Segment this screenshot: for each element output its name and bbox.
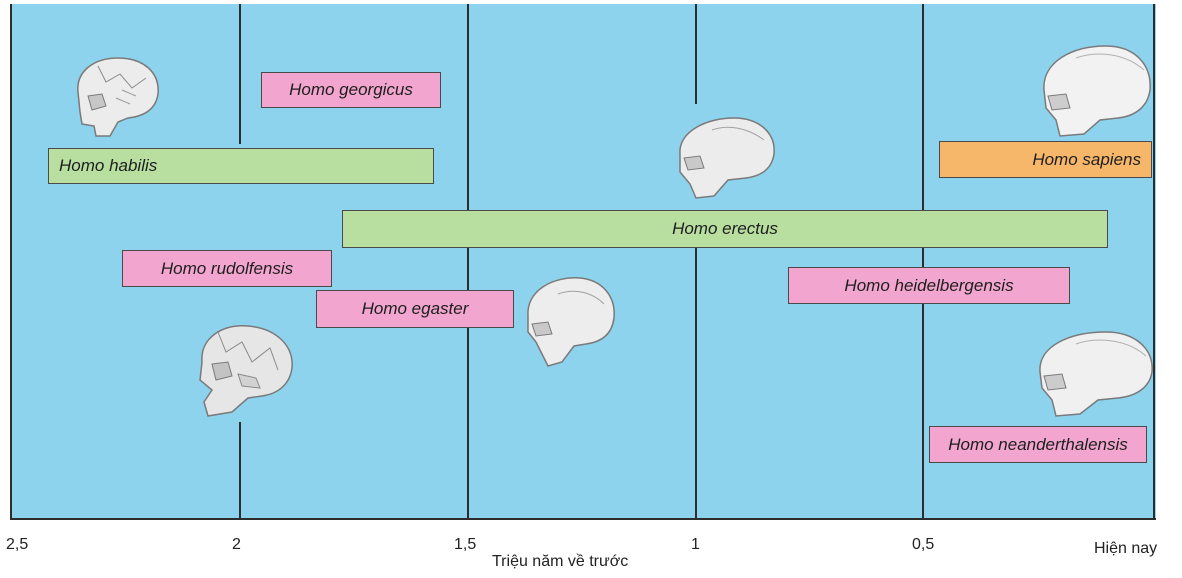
axis-title: Triệu năm về trước xyxy=(492,553,628,571)
homo-sapiens-bar: Homo sapiens xyxy=(939,141,1152,178)
homo-erectus-label: Homo erectus xyxy=(672,219,778,239)
tick-label-2: 2 xyxy=(232,536,241,554)
gridline-1-lower xyxy=(695,210,697,519)
homo-erectus-skull-icon xyxy=(668,110,780,202)
homo-habilis-skull-icon xyxy=(58,52,168,140)
homo-heidelbergensis-box: Homo heidelbergensis xyxy=(788,267,1070,304)
homo-erectus-bar: Homo erectus xyxy=(342,210,1108,248)
gridline-1 xyxy=(695,4,697,104)
gridline-2-lower xyxy=(239,422,241,519)
homo-sapiens-skull-icon xyxy=(1036,40,1154,138)
gridline-1-5 xyxy=(467,4,469,519)
homo-rudolfensis-label: Homo rudolfensis xyxy=(161,259,293,279)
homo-habilis-label: Homo habilis xyxy=(59,156,157,176)
homo-sapiens-label: Homo sapiens xyxy=(1032,150,1141,170)
homo-neanderthalensis-box: Homo neanderthalensis xyxy=(929,426,1147,463)
homo-habilis-bar: Homo habilis xyxy=(48,148,434,184)
tick-label-0-5: 0,5 xyxy=(912,536,934,554)
homo-neanderthalensis-skull-icon xyxy=(1032,324,1156,418)
homo-neanderthalensis-label: Homo neanderthalensis xyxy=(948,435,1128,455)
homo-georgicus-box: Homo georgicus xyxy=(261,72,441,108)
gridline-0-5 xyxy=(922,4,924,519)
homo-heidelbergensis-label: Homo heidelbergensis xyxy=(844,276,1013,296)
homo-egaster-skull-icon xyxy=(518,272,618,372)
tick-label-1-5: 1,5 xyxy=(454,536,476,554)
homo-rudolfensis-box: Homo rudolfensis xyxy=(122,250,332,287)
gridline-2-5 xyxy=(10,4,12,519)
homo-georgicus-label: Homo georgicus xyxy=(289,80,413,100)
homo-egaster-label: Homo egaster xyxy=(362,299,469,319)
tick-label-1: 1 xyxy=(691,536,700,554)
homo-egaster-box: Homo egaster xyxy=(316,290,514,328)
axis-baseline xyxy=(10,518,1156,520)
gridline-2 xyxy=(239,4,241,144)
homo-rudolfensis-skull-icon xyxy=(182,318,302,420)
tick-label-2-5: 2,5 xyxy=(6,536,28,554)
tick-label-present: Hiện nay xyxy=(1094,540,1157,558)
